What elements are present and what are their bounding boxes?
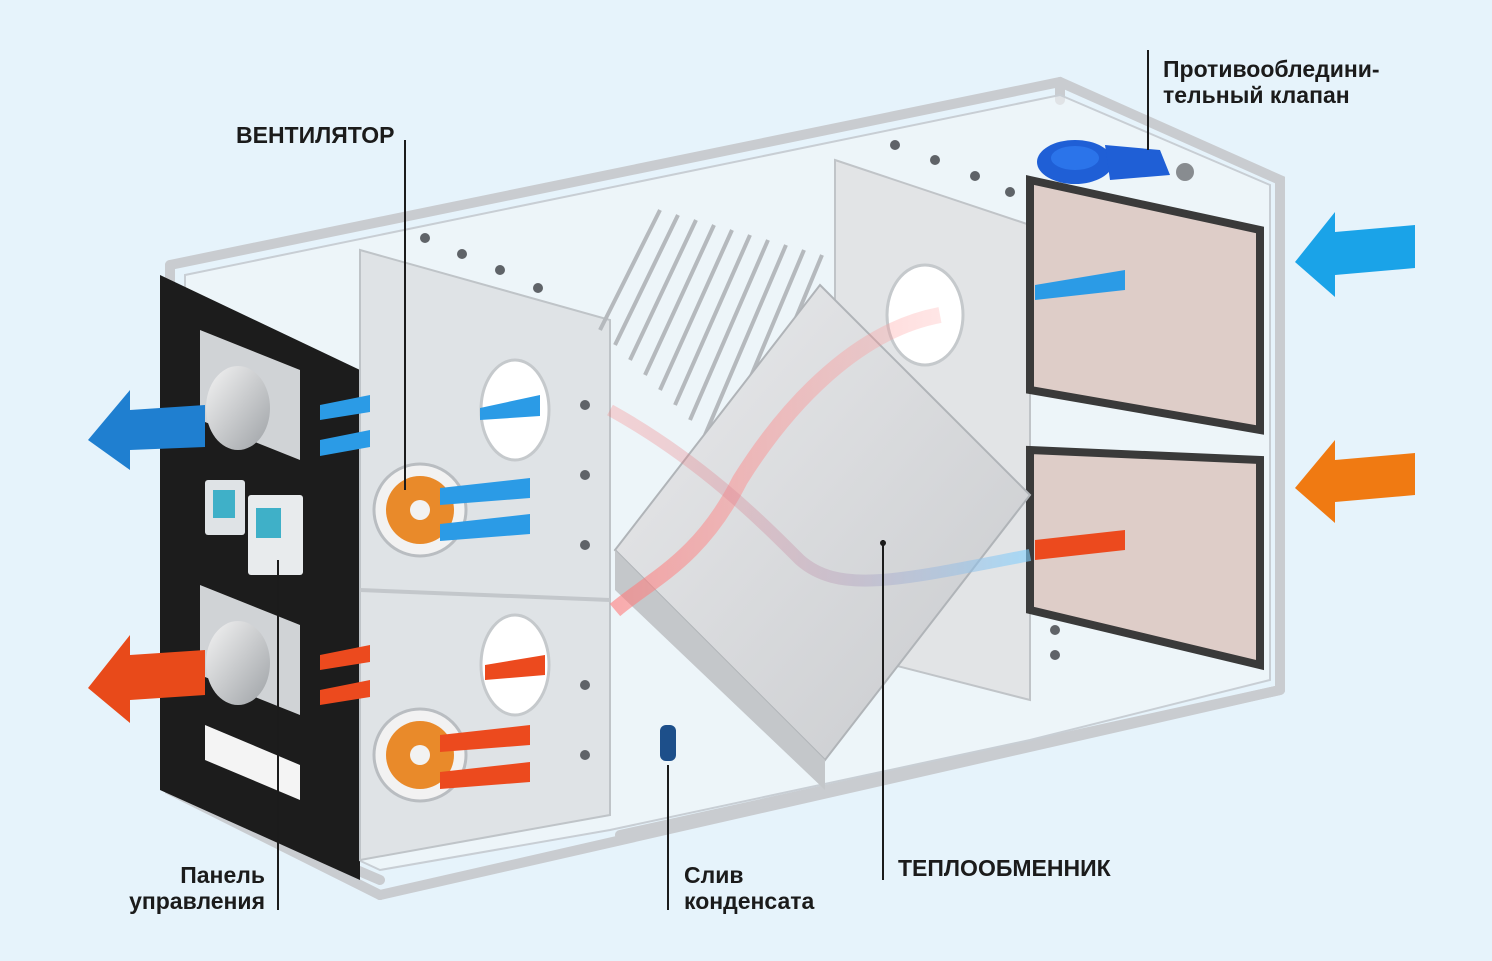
heat-exchanger-label-text: ТЕПЛООБМЕННИК [898,855,1111,881]
outdoor-air-in-arrow [1295,212,1415,297]
leader-lines [277,50,1149,910]
bolts [420,140,1060,760]
supply-air-out-arrow [88,390,205,470]
antifreeze-valve-label-line1: Противообледини- [1163,56,1380,82]
airflow-crossing [607,307,1032,617]
fan-label: ВЕНТИЛЯТОР [236,122,395,148]
condensate-drain-label: Слив конденсата [684,862,814,914]
control-panel-label-line1: Панель [180,862,265,888]
heat-exchanger-label: ТЕПЛООБМЕННИК [898,855,1111,881]
inner-blue-arrows [320,270,1125,541]
exhaust-air-out-arrow [88,635,205,723]
heat-exchanger-pointer-dot [880,540,886,546]
antifreeze-valve-label-line2: тельный клапан [1163,82,1350,108]
fan-label-text: ВЕНТИЛЯТОР [236,122,395,148]
condensate-drain [660,725,676,761]
inner-red-arrows [320,530,1125,789]
control-panel-label: Панель управления [125,862,265,914]
antifreeze-valve [1037,140,1194,184]
extract-air-in-arrow [1295,440,1415,523]
condensate-drain-label-line2: конденсата [684,888,815,914]
front-panel [160,275,360,880]
fan-module [359,248,611,862]
condensate-drain-label-line1: Слив [684,862,744,888]
control-panel-label-line2: управления [129,888,265,914]
filters [1026,175,1264,671]
antifreeze-valve-label: Противообледини- тельный клапан [1163,56,1380,108]
